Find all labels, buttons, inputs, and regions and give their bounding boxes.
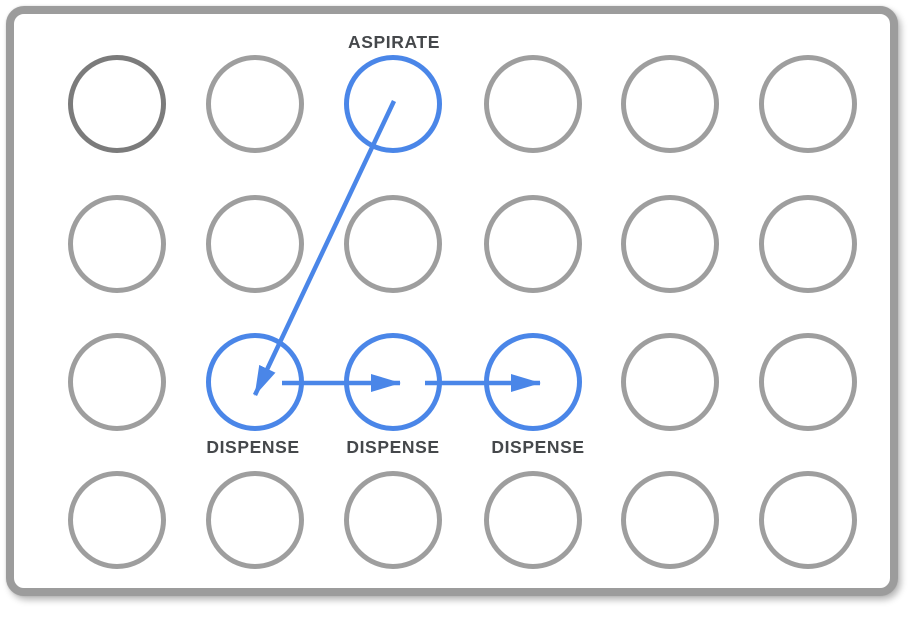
well-r4c2	[206, 471, 304, 569]
well-r1c2	[206, 55, 304, 153]
aspirate-label: ASPIRATE	[348, 32, 440, 52]
well-r4c6	[759, 471, 857, 569]
well-r3c1	[68, 333, 166, 431]
aspirate-to-dispense-arrow	[252, 100, 397, 396]
well-r2c4	[484, 195, 582, 293]
well-r2c2	[206, 195, 304, 293]
well-r2c3	[344, 195, 442, 293]
well-r1c1	[68, 55, 166, 153]
well-r1c3	[344, 55, 442, 153]
well-r2c1	[68, 195, 166, 293]
wells-grid	[68, 55, 857, 569]
well-r1c5	[621, 55, 719, 153]
well-r1c6	[759, 55, 857, 153]
dispense-label-3: DISPENSE	[491, 437, 584, 457]
well-r4c4	[484, 471, 582, 569]
microplate	[6, 6, 898, 596]
well-r4c1	[68, 471, 166, 569]
well-r4c5	[621, 471, 719, 569]
well-r2c6	[759, 195, 857, 293]
dispense-label-2: DISPENSE	[346, 437, 439, 457]
well-r4c3	[344, 471, 442, 569]
dispense-label-1: DISPENSE	[206, 437, 299, 457]
well-r3c5	[621, 333, 719, 431]
well-r1c4	[484, 55, 582, 153]
transfer-arrows	[252, 100, 541, 396]
well-r2c5	[621, 195, 719, 293]
well-r3c6	[759, 333, 857, 431]
